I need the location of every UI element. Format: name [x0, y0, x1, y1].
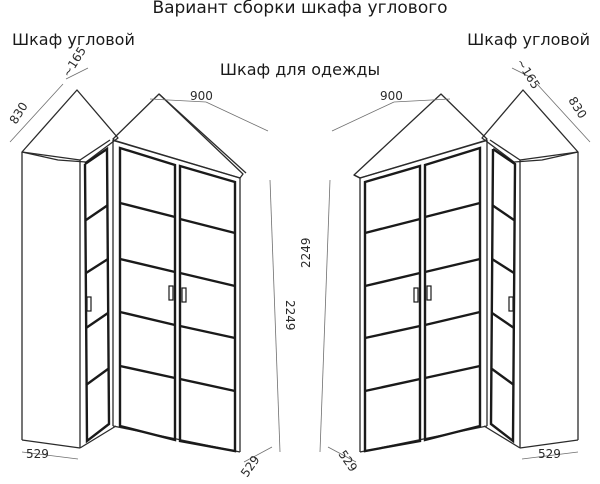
left-side-depth-label: 830 — [7, 100, 31, 127]
right-wardrobe-handle-left-icon — [413, 287, 419, 303]
left-corner-handle-icon — [86, 296, 92, 312]
right-corner-handle-icon — [508, 296, 514, 312]
right-height-label: 2249 — [299, 237, 313, 268]
right-corner-cabinet — [481, 89, 579, 449]
left-corner-caption: Шкаф угловой — [12, 30, 135, 49]
left-dimension-lines — [9, 67, 281, 463]
page-title: Вариант сборки шкафа углового — [152, 0, 448, 18]
left-wardrobe-width-label: 900 — [190, 89, 213, 103]
right-wardrobe-depth-label: 529 — [336, 448, 361, 475]
right-wardrobe-width-label: 900 — [380, 89, 403, 103]
right-corner-caption: Шкаф угловой — [467, 30, 590, 49]
right-corner-width-label: 529 — [538, 447, 561, 461]
left-wardrobe — [112, 93, 247, 453]
left-wardrobe-depth-label: 529 — [238, 453, 263, 480]
left-corner-cabinet — [21, 89, 119, 449]
right-wardrobe — [353, 93, 488, 453]
left-height-label: 2249 — [283, 300, 297, 331]
right-wardrobe-handle-right-icon — [426, 285, 432, 301]
right-assembly: 900 ~165 830 2249 529 529 — [299, 56, 591, 475]
left-wardrobe-handle-left-icon — [168, 285, 174, 301]
left-corner-width-label: 529 — [26, 447, 49, 461]
right-side-depth-label: 830 — [565, 94, 589, 121]
left-corner-offset-label: ~165 — [60, 44, 89, 79]
left-wardrobe-handle-right-icon — [181, 287, 187, 303]
left-assembly: 830 ~165 900 2249 529 529 — [7, 44, 297, 480]
right-dimension-lines — [319, 67, 591, 463]
right-corner-offset-label: ~165 — [513, 56, 542, 91]
wardrobe-caption: Шкаф для одежды — [219, 60, 381, 79]
